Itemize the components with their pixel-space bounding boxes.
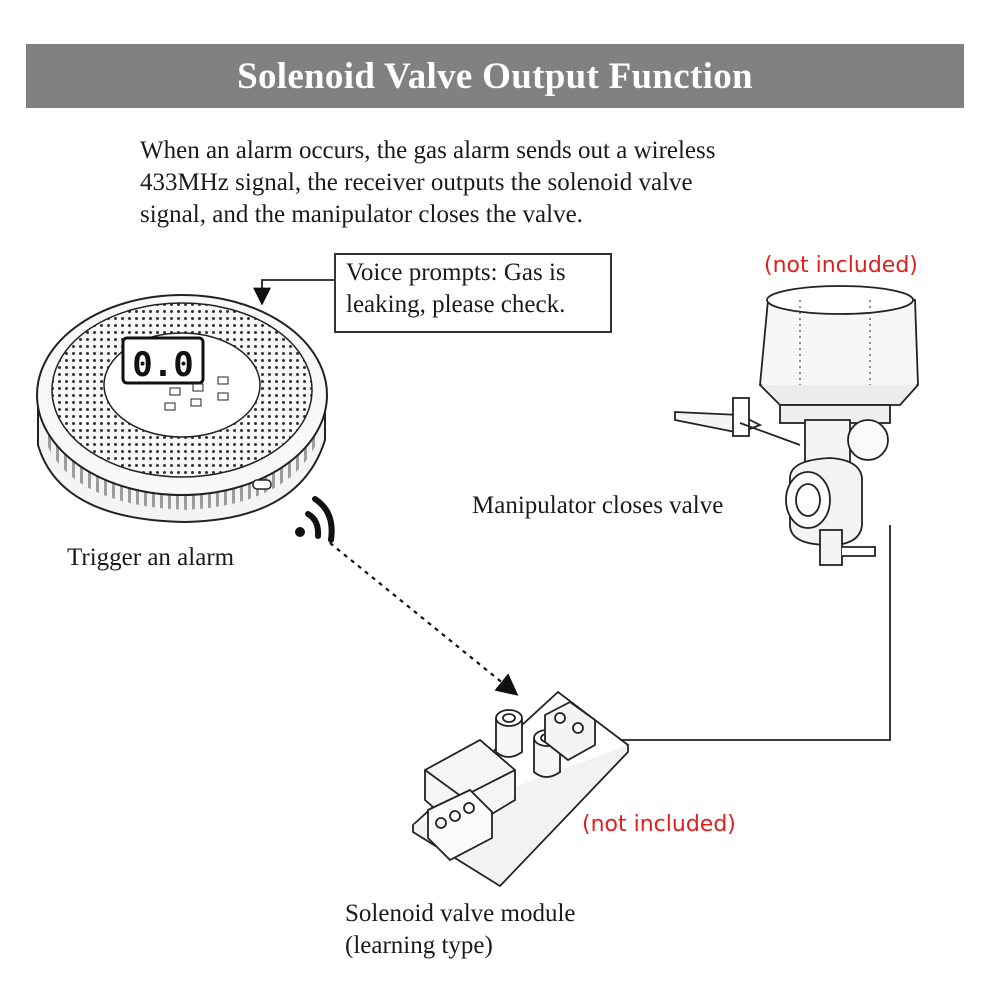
intro-line-3: signal, and the manipulator closes the v…	[140, 201, 583, 228]
alarm-label: Trigger an alarm	[67, 544, 235, 571]
module-label-line-2: (learning type)	[345, 932, 493, 959]
gas-alarm-device: 0.0	[36, 294, 328, 524]
valve-manipulator	[674, 285, 919, 566]
not-included-note-valve: (not included)	[764, 253, 918, 278]
wifi-signal-icon	[295, 496, 335, 543]
signal-arrow	[329, 542, 519, 696]
connection-wire	[601, 525, 891, 741]
title-bar: Solenoid Valve Output Function	[26, 44, 964, 108]
not-included-note-module: (not included)	[582, 812, 736, 837]
intro-line-1: When an alarm occurs, the gas alarm send…	[140, 137, 716, 164]
module-label-line-1: Solenoid valve module	[345, 900, 576, 927]
solenoid-module-board	[411, 690, 630, 888]
intro-line-2: 433MHz signal, the receiver outputs the …	[140, 169, 693, 196]
manipulator-label: Manipulator closes valve	[472, 492, 724, 519]
voice-prompt-box: Voice prompts: Gas is leaking, please ch…	[334, 253, 612, 333]
voice-prompt-line-1: Voice prompts: Gas is	[346, 259, 566, 286]
svg-text:0.0: 0.0	[132, 345, 193, 385]
page-title: Solenoid Valve Output Function	[237, 55, 753, 97]
voice-prompt-line-2: leaking, please check.	[346, 291, 566, 318]
